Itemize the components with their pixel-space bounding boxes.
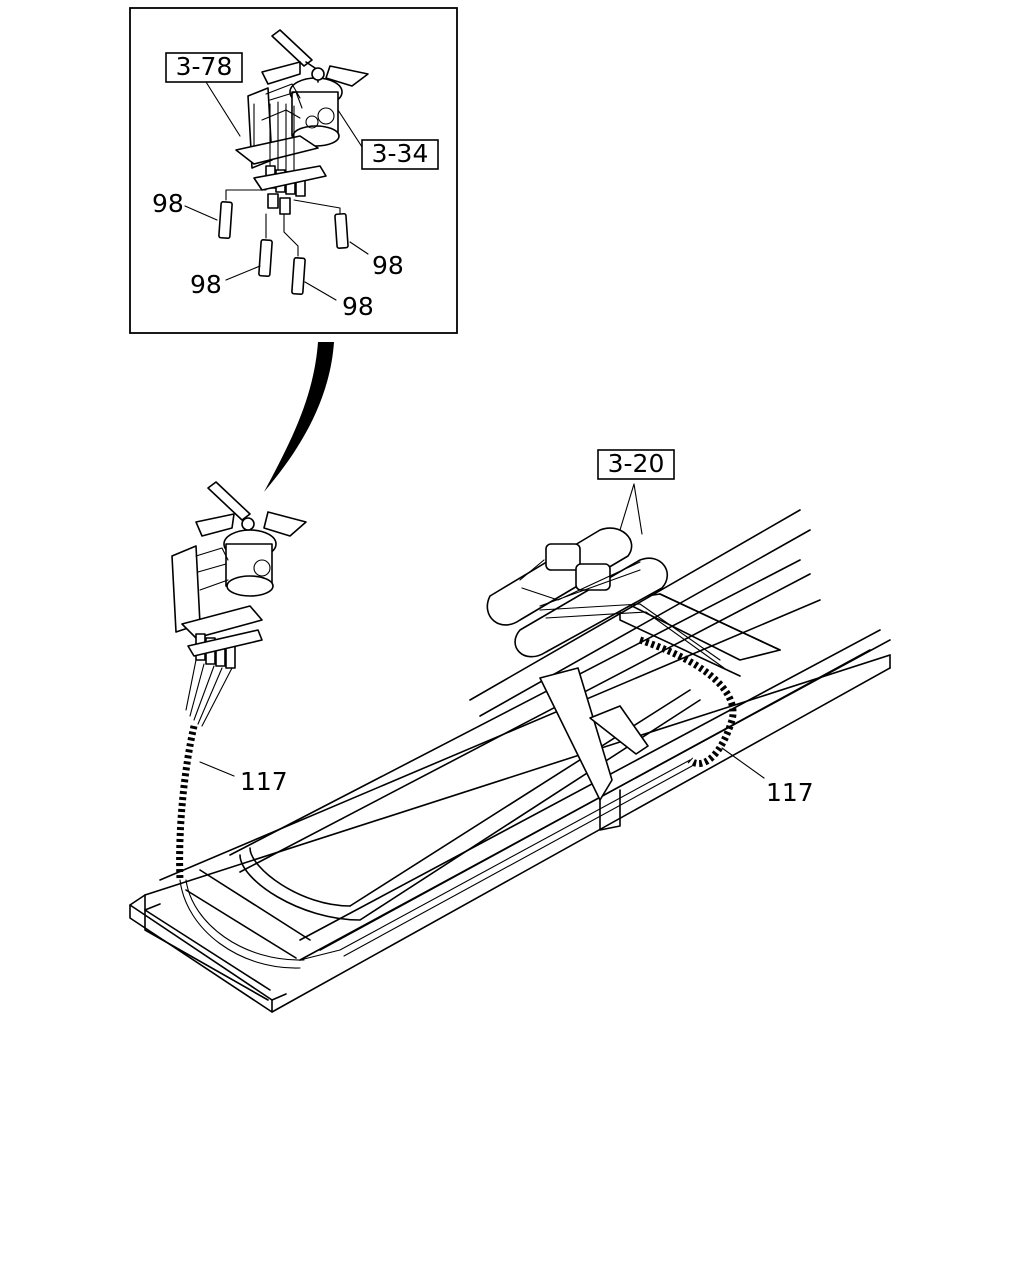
part-98-label-a[interactable]: 98 (152, 189, 184, 218)
inset-valve-assembly (225, 29, 369, 257)
hose-117-left (176, 725, 305, 969)
inset-detail: 3-78 3-34 98 98 98 98 (129, 7, 458, 334)
ref-3-78-callout[interactable]: 3-78 (165, 52, 243, 83)
part-98-label-c[interactable]: 98 (190, 270, 222, 299)
hose-98-c (258, 239, 273, 278)
svg-text:3-20: 3-20 (608, 449, 665, 478)
detail-pointer (264, 342, 334, 492)
part-98-label-d[interactable]: 98 (342, 292, 374, 321)
main-valve-assembly (171, 481, 307, 727)
part-117-label-right[interactable]: 117 (766, 778, 814, 807)
part-117-label-left[interactable]: 117 (240, 767, 288, 796)
fuel-filter-assembly (486, 527, 725, 669)
hose-98-b (334, 212, 349, 249)
ref-3-34-callout[interactable]: 3-34 (361, 139, 439, 170)
hose-98-d (291, 257, 306, 296)
svg-text:3-34: 3-34 (372, 139, 429, 168)
ref-3-20-callout[interactable]: 3-20 (597, 449, 675, 480)
svg-text:3-78: 3-78 (176, 52, 233, 81)
part-98-label-b[interactable]: 98 (372, 251, 404, 280)
hose-117-right (299, 636, 737, 961)
hose-98-a (218, 201, 233, 240)
